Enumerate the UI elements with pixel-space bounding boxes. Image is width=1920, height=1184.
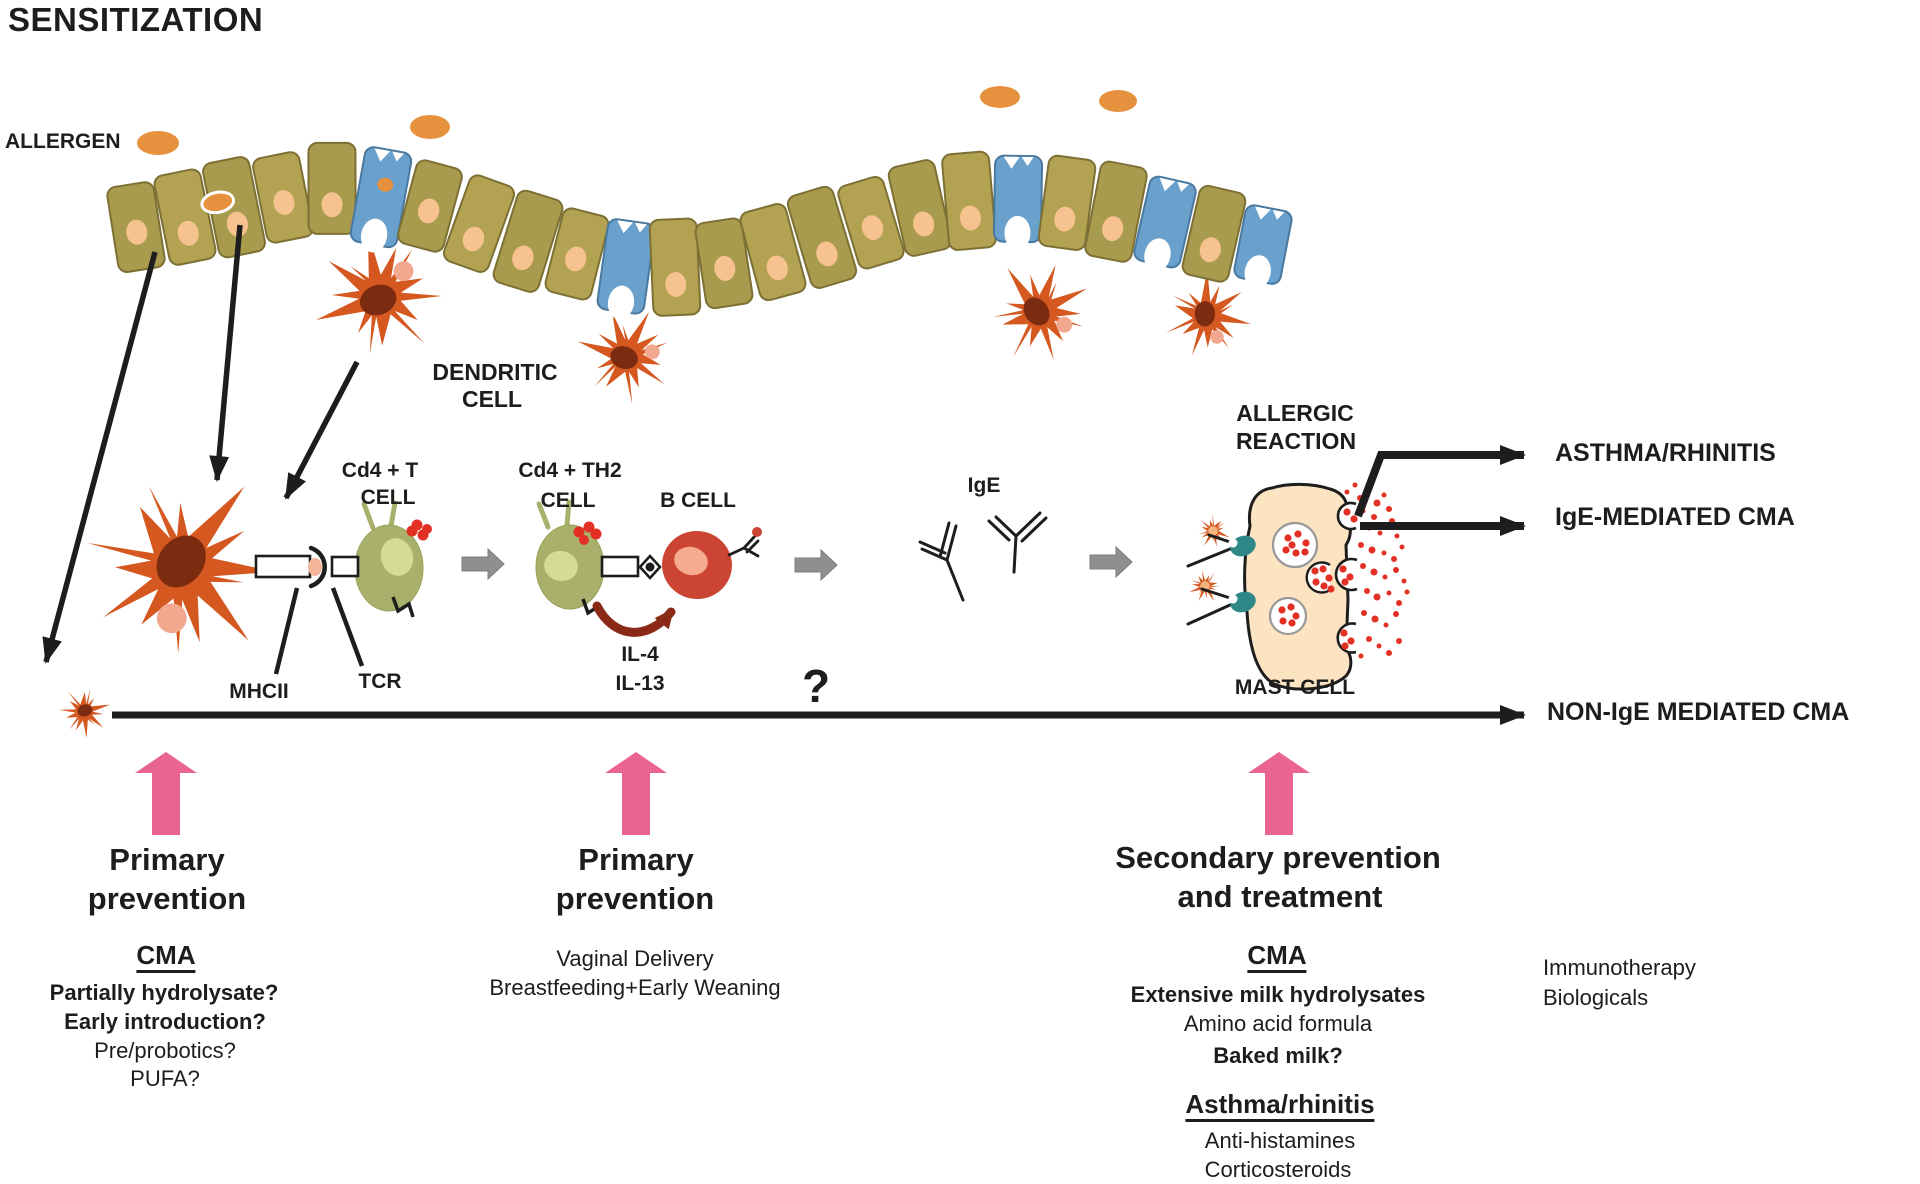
dendritic-cell-shape bbox=[87, 486, 275, 654]
label-il13: IL-13 bbox=[615, 672, 665, 695]
question-mark: ? bbox=[801, 660, 831, 712]
primary-prevention-mid-heading-1: Primary bbox=[578, 842, 694, 877]
right-item-extensive-hydrolysates: Extensive milk hydrolysates bbox=[1130, 982, 1426, 1007]
label-mhcii: MHCII bbox=[229, 680, 289, 703]
epithelial-cell bbox=[837, 175, 905, 270]
histamine-granule-dots bbox=[1278, 482, 1410, 659]
epithelial-cell-blue bbox=[596, 218, 656, 320]
dendritic-cell-shape bbox=[577, 311, 668, 405]
label-mast-cell: MAST CELL bbox=[1234, 676, 1356, 699]
label-cd4-t-1: Cd4 + T bbox=[341, 459, 419, 482]
epithelial-cell bbox=[648, 217, 702, 317]
label-allergic-reaction-2: REACTION bbox=[1235, 428, 1357, 454]
right-item-amino-acid-formula: Amino acid formula bbox=[1183, 1011, 1373, 1036]
epithelial-cell bbox=[887, 159, 953, 257]
allergen-entry-arrows bbox=[42, 224, 360, 664]
right-item-baked-milk: Baked milk? bbox=[1213, 1043, 1343, 1068]
mhcii-tcr-junction bbox=[254, 545, 360, 589]
epithelial-cell bbox=[200, 156, 266, 259]
epithelial-cell bbox=[739, 203, 807, 302]
label-il4: IL-4 bbox=[621, 643, 659, 666]
epithelial-cell-blue bbox=[349, 146, 413, 253]
dendritic-cell-shape bbox=[993, 264, 1088, 360]
allergen-particles bbox=[137, 86, 1137, 155]
cma-right-subheading: CMA bbox=[1247, 941, 1307, 974]
outcome-non-ige-mediated-cma: NON-IgE MEDIATED CMA bbox=[1547, 698, 1850, 726]
epithelial-cell-blue bbox=[1233, 204, 1293, 289]
secondary-prevention-heading-2: and treatment bbox=[1177, 879, 1383, 914]
label-cd4-th2-2: CELL bbox=[540, 489, 596, 512]
left-item-early-introduction: Early introduction? bbox=[64, 1009, 266, 1034]
right-item-anti-histamines: Anti-histamines bbox=[1204, 1128, 1356, 1153]
outcome-asthma-rhinitis: ASTHMA/RHINITIS bbox=[1555, 439, 1776, 467]
epithelial-cell bbox=[941, 150, 997, 251]
mid-item-vaginal-delivery: Vaginal Delivery bbox=[556, 946, 714, 971]
outcome-ige-mediated-cma: IgE-MEDIATED CMA bbox=[1555, 503, 1795, 531]
label-cd4-th2-1: Cd4 + TH2 bbox=[518, 459, 622, 482]
epithelial-cell bbox=[397, 159, 463, 253]
primary-prevention-mid-heading-2: prevention bbox=[555, 881, 715, 916]
b-cell-shape bbox=[662, 527, 762, 600]
label-allergen: ALLERGEN bbox=[5, 130, 121, 153]
epithelial-cell bbox=[492, 189, 564, 293]
epithelial-cell bbox=[307, 141, 357, 235]
dendritic-cell-shape bbox=[59, 689, 111, 739]
page-title: SENSITIZATION bbox=[8, 1, 264, 38]
epithelial-cell bbox=[252, 151, 314, 244]
epithelial-cell bbox=[694, 217, 754, 310]
epithelial-cell bbox=[544, 207, 610, 301]
left-item-partially-hydrolysate: Partially hydrolysate? bbox=[49, 980, 279, 1005]
epithelial-cell bbox=[1084, 160, 1148, 263]
epithelial-cell bbox=[1037, 154, 1097, 251]
primary-prevention-left-heading-1: Primary bbox=[109, 842, 225, 877]
label-cd4-t-2: CELL bbox=[360, 486, 416, 509]
dendritic-cell-shape bbox=[316, 231, 442, 354]
dendritic-cell-shape bbox=[1189, 570, 1221, 602]
ige-antibody-icons bbox=[918, 511, 1048, 602]
mhcii-tcr-pointers bbox=[273, 587, 365, 675]
mid-item-breastfeeding: Breastfeeding+Early Weaning bbox=[489, 975, 781, 1000]
dendritic-cell-shape bbox=[1165, 269, 1251, 356]
primary-prevention-arrow-left bbox=[135, 752, 197, 835]
epithelial-barrier bbox=[106, 141, 1293, 320]
label-allergic-reaction-1: ALLERGIC bbox=[1236, 400, 1354, 426]
epithelial-cell bbox=[786, 185, 858, 289]
secondary-prevention-heading-1: Secondary prevention bbox=[1115, 840, 1441, 875]
asthma-rhinitis-subheading: Asthma/rhinitis bbox=[1185, 1090, 1375, 1123]
label-dendritic-cell-2: CELL bbox=[461, 386, 523, 412]
epithelial-cell-blue bbox=[992, 154, 1044, 250]
secondary-prevention-arrow bbox=[1248, 752, 1310, 835]
right-item-corticosteroids: Corticosteroids bbox=[1204, 1157, 1352, 1182]
cd4-th2-cell-shape bbox=[535, 499, 605, 619]
dendritic-cell-shape bbox=[1198, 514, 1230, 547]
epithelial-cell-blue bbox=[1133, 175, 1197, 272]
il4-il13-arrow bbox=[592, 601, 676, 637]
epithelial-cell bbox=[442, 174, 516, 273]
dendritic-cells bbox=[59, 231, 1251, 739]
outcome-arrows bbox=[1354, 445, 1526, 536]
cma-left-subheading: CMA bbox=[136, 941, 196, 974]
epithelial-cell bbox=[106, 181, 166, 273]
far-right-item-immunotherapy: Immunotherapy bbox=[1543, 955, 1696, 980]
prevention-arrows bbox=[135, 752, 1310, 835]
label-b-cell: B CELL bbox=[660, 489, 736, 512]
primary-prevention-left-heading-2: prevention bbox=[87, 881, 247, 916]
far-right-item-biologicals: Biologicals bbox=[1543, 985, 1649, 1010]
label-dendritic-cell-1: DENDRITIC bbox=[432, 359, 558, 385]
label-tcr: TCR bbox=[358, 670, 402, 693]
process-step-arrows bbox=[461, 545, 1133, 582]
primary-prevention-arrow-middle bbox=[605, 752, 667, 835]
label-ige: IgE bbox=[967, 474, 1001, 497]
epithelial-cell bbox=[1181, 184, 1247, 283]
cd4-t-cell-shape bbox=[354, 500, 432, 618]
left-item-pre-probotics: Pre/probotics? bbox=[94, 1038, 236, 1063]
left-item-pufa: PUFA? bbox=[130, 1066, 200, 1091]
th2-bcell-junction bbox=[600, 554, 662, 580]
